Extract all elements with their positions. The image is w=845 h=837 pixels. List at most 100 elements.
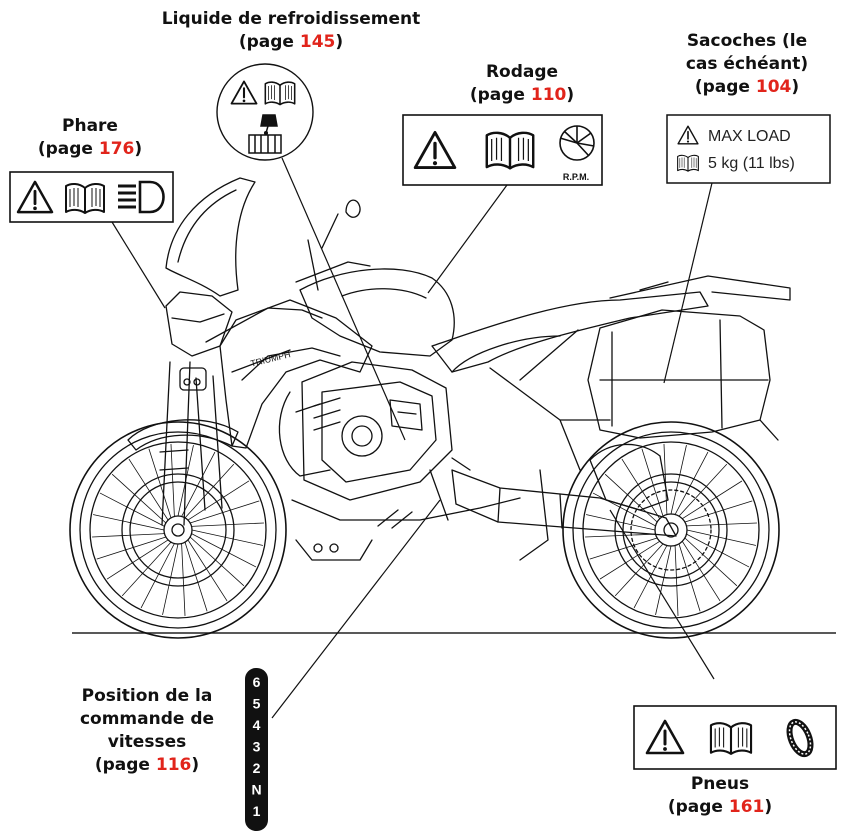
breakin-label: R.P.M. [402,114,603,186]
panniers-callout: Sacoches (le cas échéant) (page 104) [672,30,822,99]
leader-coolant [281,157,406,441]
luggage-rack [609,275,791,301]
coolant-page-ref: (page 145) [238,32,344,52]
spoke [615,543,664,596]
gear-position-4: 4 [253,717,261,733]
spoke [91,533,165,538]
spoke [128,458,169,521]
panniers-page-number[interactable]: 104 [755,77,792,97]
breakin-title: Rodage [485,62,559,82]
pannier-load-label: MAX LOAD 5 kg (11 lbs) [666,114,831,184]
gear-position-1: 1 [253,803,261,819]
gear-position-5: 5 [253,696,261,712]
spoke [599,540,661,580]
spoke [191,522,265,527]
tyres-page-number[interactable]: 161 [728,797,765,817]
gear-position-3: 3 [253,739,261,755]
front-fairing [165,291,233,357]
seat [431,291,709,373]
spoke [641,448,664,517]
mirror [321,199,361,249]
spoke [187,539,228,602]
spoke [170,443,175,517]
fuel-tank [299,268,455,357]
leader-gear [271,499,441,719]
rear-spokes [584,443,758,617]
spoke [655,545,672,615]
gear-position-6: 6 [253,674,261,690]
headlight-title: Phare [62,116,118,136]
final-drive [589,443,669,511]
gear-title-2: commande de [79,709,215,729]
subframe [489,329,611,471]
spoke [189,500,260,524]
spoke [112,473,167,524]
spoke [122,541,172,596]
coolant-page-number[interactable]: 145 [299,32,336,52]
swingarm [451,469,677,537]
coolant-label [216,63,314,161]
spoke [674,545,679,617]
leader-tyres [609,509,715,680]
panniers-page-ref: (page 104) [694,77,800,97]
headlight-page-number[interactable]: 176 [98,139,135,159]
coolant-callout: Liquide de refroidissement (page 145) [126,8,456,54]
panniers-title-2: cas échéant) [685,54,809,74]
gear-position-2: 2 [253,760,261,776]
spoke [681,480,743,520]
pannier-max-load-text: MAX LOAD [708,128,791,145]
brand-badge: TRIUMPH [249,349,291,369]
gear-callout: Position de la commande de vitesses (pag… [62,685,232,777]
gear-title-1: Position de la [81,686,213,706]
spoke [184,541,208,612]
pannier-weight-text: 5 kg (11 lbs) [708,155,795,172]
spoke [106,539,169,580]
leader-panniers [663,182,713,384]
spoke [678,543,701,612]
breakin-page-ref: (page 110) [469,85,575,105]
spoke [184,463,235,519]
spoke [686,522,758,527]
headlight-icon [118,180,165,214]
spoke [678,463,727,517]
spoke [99,492,165,527]
rpm-text: R.P.M. [563,172,589,182]
motorcycle-drawing: TRIUMPH [69,177,791,639]
breakin-callout: Rodage (page 110) [452,61,592,107]
breakin-page-number[interactable]: 110 [530,85,567,105]
tyres-callout: Pneus (page 161) [655,773,785,819]
spoke [584,533,656,538]
spoke [684,500,753,523]
engine [301,361,453,501]
spoke [686,533,750,568]
spoke [663,443,668,515]
spoke [633,545,668,609]
spoke [605,473,658,523]
spoke [191,529,264,546]
tyres-page-ref: (page 161) [667,797,773,817]
front-fork [159,361,223,526]
spoke [586,514,656,531]
spoke [162,543,179,615]
coolant-title: Liquide de refroidissement [161,9,421,29]
panniers-title-1: Sacoches (le [686,31,808,51]
rpm-gauge-icon [559,125,595,161]
spoke [187,480,250,521]
spoke [686,529,756,546]
spoke [621,458,661,520]
spoke [140,543,175,609]
headlight-page-ref: (page 176) [37,139,143,159]
spoke [96,536,167,560]
headlight-label [9,171,174,223]
gear-page-number[interactable]: 116 [155,755,192,775]
sump-guard [291,497,521,521]
front-spokes [91,443,265,617]
leader-breakin [427,184,508,294]
tyres-label [633,705,837,770]
spoke [589,537,658,560]
headlight-callout: Phare (page 176) [30,115,150,161]
spoke [681,540,721,602]
leader-headlight [111,221,166,309]
spoke [181,543,186,617]
